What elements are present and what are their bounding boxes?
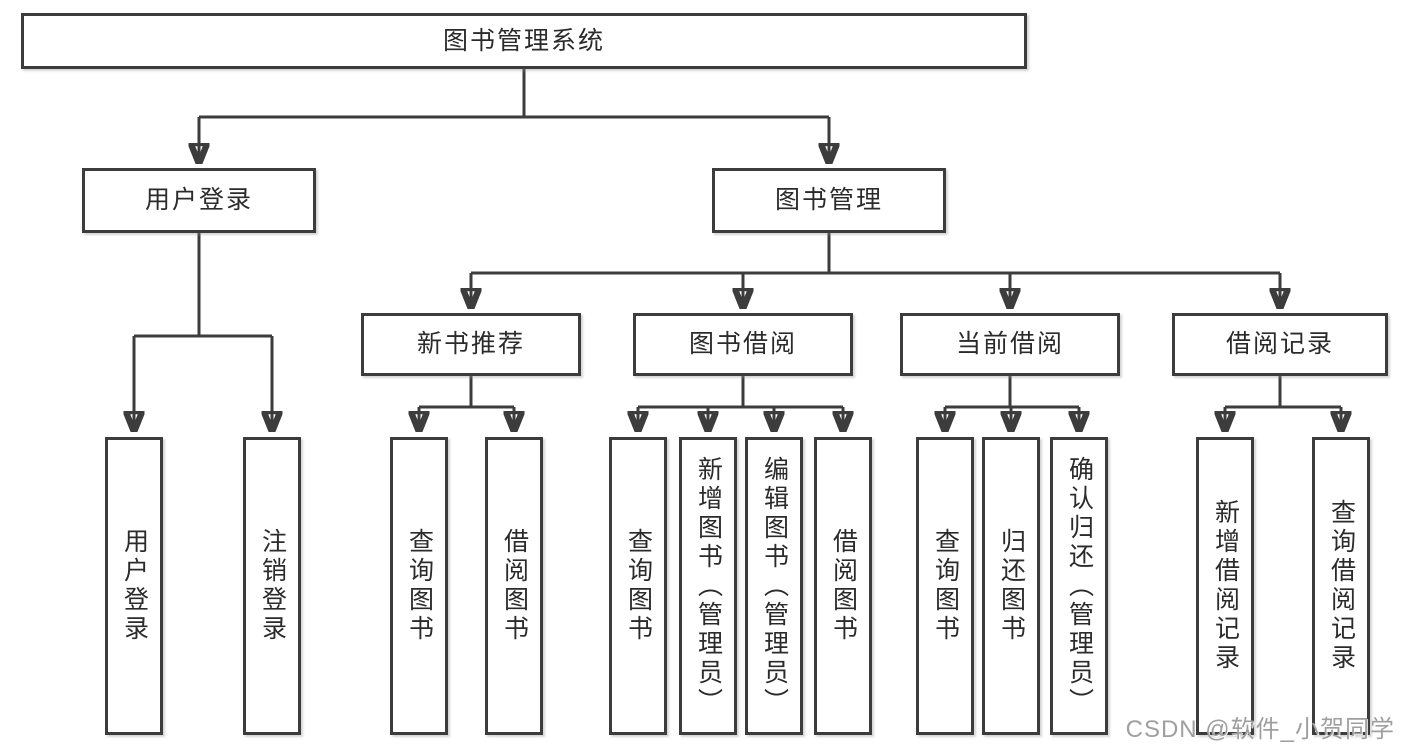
node-user-login-label: 用户登录	[144, 186, 253, 214]
node-bb-add: 新增图书（管理员）	[679, 437, 737, 735]
node-ul-login-label: 用户登录	[120, 528, 149, 644]
node-borrow-record-label: 借阅记录	[1225, 330, 1334, 358]
node-nb-borrow-label: 借阅图书	[500, 528, 529, 644]
node-br-add-label: 新增借阅记录	[1211, 499, 1240, 673]
node-borrow-record: 借阅记录	[1172, 313, 1388, 376]
connector-book-mgmt-trunk	[471, 233, 1280, 275]
node-br-query-label: 查询借阅记录	[1327, 499, 1356, 673]
connector-root-trunk	[199, 69, 829, 119]
node-cb-return: 归还图书	[982, 437, 1040, 735]
node-root: 图书管理系统	[21, 13, 1027, 69]
node-book-borrow-label: 图书借阅	[688, 330, 797, 358]
node-bb-borrow-label: 借阅图书	[829, 528, 858, 644]
node-cb-confirm: 确认归还（管理员）	[1050, 437, 1108, 735]
node-book-mgmt-label: 图书管理	[774, 186, 883, 214]
connector-new-book-rec-trunk	[419, 376, 514, 409]
watermark: CSDN @软件_小贺同学	[1125, 716, 1395, 743]
connector-borrow-record-trunk	[1225, 376, 1341, 409]
node-bb-borrow: 借阅图书	[814, 437, 872, 735]
node-root-label: 图书管理系统	[442, 26, 605, 55]
node-user-login: 用户登录	[82, 168, 316, 233]
node-nb-query: 查询图书	[390, 437, 448, 735]
connector-user-login-trunk	[134, 233, 272, 338]
node-cb-confirm-label: 确认归还（管理员）	[1065, 455, 1094, 717]
node-br-add: 新增借阅记录	[1196, 437, 1254, 735]
node-bb-query-label: 查询图书	[624, 528, 653, 644]
node-book-mgmt: 图书管理	[712, 168, 946, 233]
node-ul-logout-label: 注销登录	[258, 528, 287, 644]
node-current-borrow-label: 当前借阅	[955, 330, 1064, 358]
node-new-book-rec-label: 新书推荐	[416, 330, 525, 358]
node-cb-query: 查询图书	[916, 437, 974, 735]
node-book-borrow: 图书借阅	[633, 313, 853, 376]
node-cb-return-label: 归还图书	[997, 528, 1026, 644]
node-cb-query-label: 查询图书	[931, 528, 960, 644]
node-ul-logout: 注销登录	[243, 437, 301, 735]
connector-current-borrow-trunk	[945, 376, 1079, 409]
node-ul-login: 用户登录	[105, 437, 163, 735]
node-br-query: 查询借阅记录	[1312, 437, 1370, 735]
node-new-book-rec: 新书推荐	[361, 313, 581, 376]
node-bb-edit-label: 编辑图书（管理员）	[760, 455, 789, 717]
node-bb-edit: 编辑图书（管理员）	[745, 437, 803, 735]
node-nb-query-label: 查询图书	[405, 528, 434, 644]
node-bb-add-label: 新增图书（管理员）	[694, 455, 723, 717]
node-nb-borrow: 借阅图书	[485, 437, 543, 735]
connector-book-borrow-trunk	[638, 376, 843, 409]
node-bb-query: 查询图书	[609, 437, 667, 735]
node-current-borrow: 当前借阅	[900, 313, 1120, 376]
